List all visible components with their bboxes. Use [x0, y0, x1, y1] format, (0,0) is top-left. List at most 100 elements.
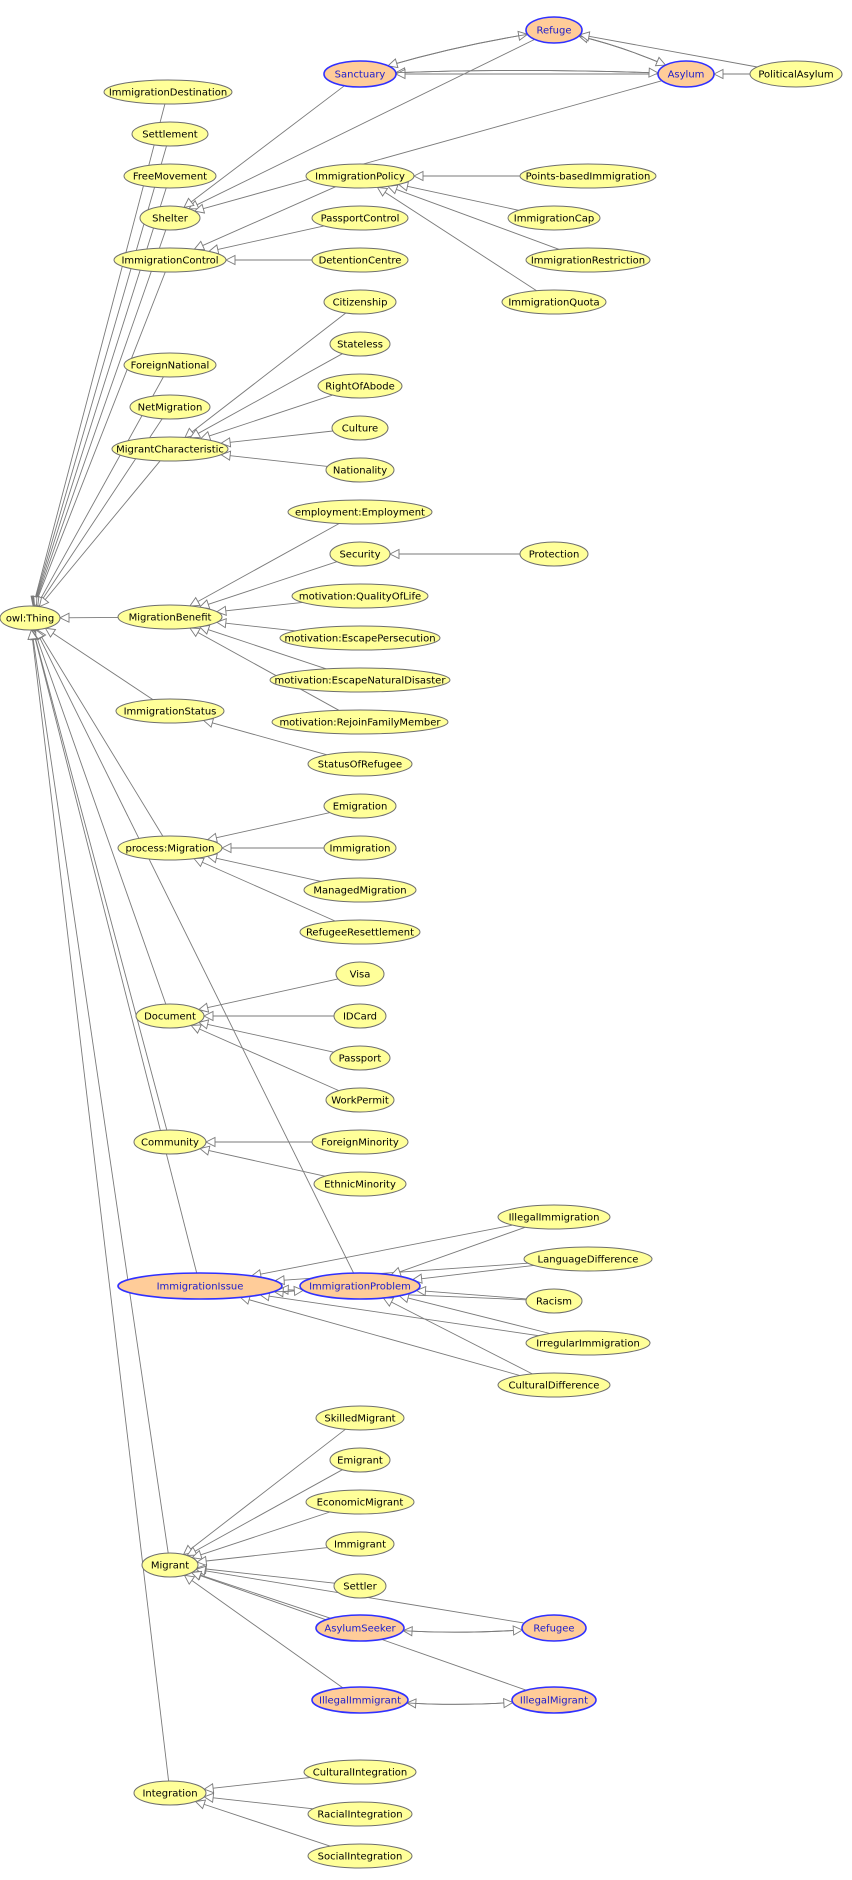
subclass-edge-illegalimmigrant-migrant: [184, 1574, 344, 1689]
class-node-asylum[interactable]: Asylum: [657, 60, 715, 88]
class-node-refugeeresettlement[interactable]: RefugeeResettlement: [299, 919, 421, 945]
class-node-ellipse: [133, 1780, 207, 1806]
class-node-emigration[interactable]: Emigration: [323, 793, 397, 819]
class-node-passportcontrol[interactable]: PassportControl: [311, 205, 409, 231]
class-node-protection[interactable]: Protection: [519, 541, 589, 567]
class-node-migrant[interactable]: Migrant: [141, 1552, 199, 1578]
class-node-rejoinfamily[interactable]: motivation:RejoinFamilyMember: [271, 709, 449, 735]
class-node-detention[interactable]: DetentionCentre: [311, 247, 409, 273]
class-node-label: ForeignMinority: [321, 1138, 399, 1149]
class-node-ellipse: [325, 1087, 395, 1113]
class-node-foreignminority[interactable]: ForeignMinority: [311, 1129, 409, 1155]
class-node-pointsbased[interactable]: Points-basedImmigration: [519, 163, 657, 189]
class-node-illegalmigrant[interactable]: IllegalMigrant: [511, 1686, 597, 1714]
class-node-ellipse: [507, 205, 601, 231]
class-node-immigrant[interactable]: Immigrant: [325, 1531, 395, 1557]
class-node-nationality[interactable]: Nationality: [325, 457, 395, 483]
class-node-escapenatural[interactable]: motivation:EscapeNaturalDisaster: [269, 667, 451, 693]
class-node-workpermit[interactable]: WorkPermit: [325, 1087, 395, 1113]
class-node-refugee[interactable]: Refugee: [521, 1614, 587, 1642]
subclass-arrowhead-politicalasylum-refuge: [579, 31, 591, 42]
subclass-edge-culturaldifference-immissue: [240, 1296, 521, 1376]
class-node-sanctuary[interactable]: Sanctuary: [323, 60, 397, 88]
class-node-foreignnational[interactable]: ForeignNational: [123, 352, 217, 378]
class-node-community[interactable]: Community: [133, 1129, 207, 1155]
class-node-qualityoflife[interactable]: motivation:QualityOfLife: [291, 583, 429, 609]
class-node-shelter[interactable]: Shelter: [139, 205, 201, 231]
class-node-integration[interactable]: Integration: [133, 1780, 207, 1806]
class-node-thing[interactable]: owl:Thing: [0, 605, 61, 631]
class-node-immcontrol[interactable]: ImmigrationControl: [113, 247, 227, 273]
class-node-migrantchar[interactable]: MigrantCharacteristic: [111, 436, 229, 462]
class-node-ellipse: [299, 919, 421, 945]
class-node-immissue[interactable]: ImmigrationIssue: [117, 1272, 283, 1300]
class-node-skilledmigrant[interactable]: SkilledMigrant: [315, 1405, 405, 1431]
subclass-edge-asylumseeker-migrant: [191, 1571, 331, 1619]
class-node-ellipse: [329, 331, 391, 357]
subclass-edge-immpolicy-immcontrol: [194, 186, 336, 250]
class-node-culturaldifference[interactable]: CulturalDifference: [497, 1372, 611, 1398]
subclass-arrowhead-migrantchar-thing: [38, 595, 50, 608]
class-node-settler[interactable]: Settler: [333, 1573, 387, 1599]
class-node-immquota[interactable]: ImmigrationQuota: [501, 289, 607, 315]
class-node-security[interactable]: Security: [329, 541, 391, 567]
class-node-citizenship[interactable]: Citizenship: [323, 289, 397, 315]
class-node-immproblem[interactable]: ImmigrationProblem: [299, 1272, 421, 1300]
class-node-refuge[interactable]: Refuge: [525, 16, 583, 44]
class-node-illegalimmigration[interactable]: IllegalImmigration: [497, 1204, 611, 1230]
class-node-immstatus[interactable]: ImmigrationStatus: [115, 698, 225, 724]
class-node-statusofrefugee[interactable]: StatusOfRefugee: [307, 751, 413, 777]
class-node-ellipse: [323, 793, 397, 819]
class-node-ellipse: [323, 60, 397, 88]
class-node-ellipse: [139, 205, 201, 231]
class-node-languagedifference[interactable]: LanguageDifference: [523, 1246, 653, 1272]
class-node-immdest[interactable]: ImmigrationDestination: [103, 79, 233, 105]
class-node-culturalintegration[interactable]: CulturalIntegration: [303, 1759, 417, 1785]
class-node-rightofabode[interactable]: RightOfAbode: [317, 373, 403, 399]
class-node-employment[interactable]: employment:Employment: [287, 499, 433, 525]
class-node-migrationbenefit[interactable]: MigrationBenefit: [117, 604, 223, 630]
class-node-label: Refuge: [536, 26, 571, 37]
class-node-culture[interactable]: Culture: [331, 415, 389, 441]
class-node-label: Visa: [350, 970, 371, 981]
class-node-emigrant[interactable]: Emigrant: [329, 1447, 391, 1473]
class-node-stateless[interactable]: Stateless: [329, 331, 391, 357]
class-node-document[interactable]: Document: [135, 1003, 205, 1029]
class-node-racism[interactable]: Racism: [525, 1288, 583, 1314]
class-node-label: SkilledMigrant: [324, 1414, 395, 1425]
class-node-ellipse: [129, 394, 211, 420]
class-node-visa[interactable]: Visa: [335, 961, 385, 987]
class-node-politicalasylum[interactable]: PoliticalAsylum: [749, 60, 843, 88]
class-node-ellipse: [525, 1288, 583, 1314]
subclass-arrowhead-visa-document: [197, 1002, 210, 1013]
subclass-edge-passportcontrol-immcontrol: [208, 225, 325, 252]
class-node-racialintegration[interactable]: RacialIntegration: [307, 1801, 413, 1827]
class-node-illegalimmigrant[interactable]: IllegalImmigrant: [311, 1686, 409, 1714]
class-node-label: IllegalImmigrant: [319, 1696, 401, 1707]
class-node-escapepersecution[interactable]: motivation:EscapePersecution: [279, 625, 441, 651]
subclass-arrowhead-refugeeresettlement-processmigration: [193, 857, 205, 868]
class-node-irregularimmigration[interactable]: IrregularImmigration: [525, 1330, 651, 1356]
subclass-edge-workpermit-document: [191, 1024, 339, 1092]
class-node-immigration[interactable]: Immigration: [323, 835, 397, 861]
class-node-label: Security: [339, 550, 380, 561]
class-node-immrestriction[interactable]: ImmigrationRestriction: [525, 247, 651, 273]
class-node-netmigration[interactable]: NetMigration: [129, 394, 211, 420]
class-node-passport[interactable]: Passport: [329, 1045, 391, 1071]
subclass-edge-nationality-migrantchar: [221, 454, 328, 467]
class-node-immcap[interactable]: ImmigrationCap: [507, 205, 601, 231]
class-node-processmigration[interactable]: process:Migration: [117, 835, 223, 861]
class-node-ellipse: [523, 1246, 653, 1272]
class-node-freemovement[interactable]: FreeMovement: [123, 163, 217, 189]
class-node-asylumseeker[interactable]: AsylumSeeker: [315, 1614, 405, 1642]
subclass-edge-migrant-thing: [31, 629, 169, 1554]
class-node-ellipse: [113, 247, 227, 273]
class-node-managedmigration[interactable]: ManagedMigration: [303, 877, 417, 903]
class-node-immpolicy[interactable]: ImmigrationPolicy: [305, 163, 415, 189]
class-node-economicmigrant[interactable]: EconomicMigrant: [305, 1489, 415, 1515]
class-node-idcard[interactable]: IDCard: [333, 1003, 387, 1029]
class-node-socialintegration[interactable]: SocialIntegration: [307, 1843, 413, 1869]
subclass-edge-sanctuary-refuge: [387, 33, 528, 67]
class-node-settlement[interactable]: Settlement: [131, 121, 209, 147]
class-node-ethnicminority[interactable]: EthnicMinority: [313, 1171, 407, 1197]
